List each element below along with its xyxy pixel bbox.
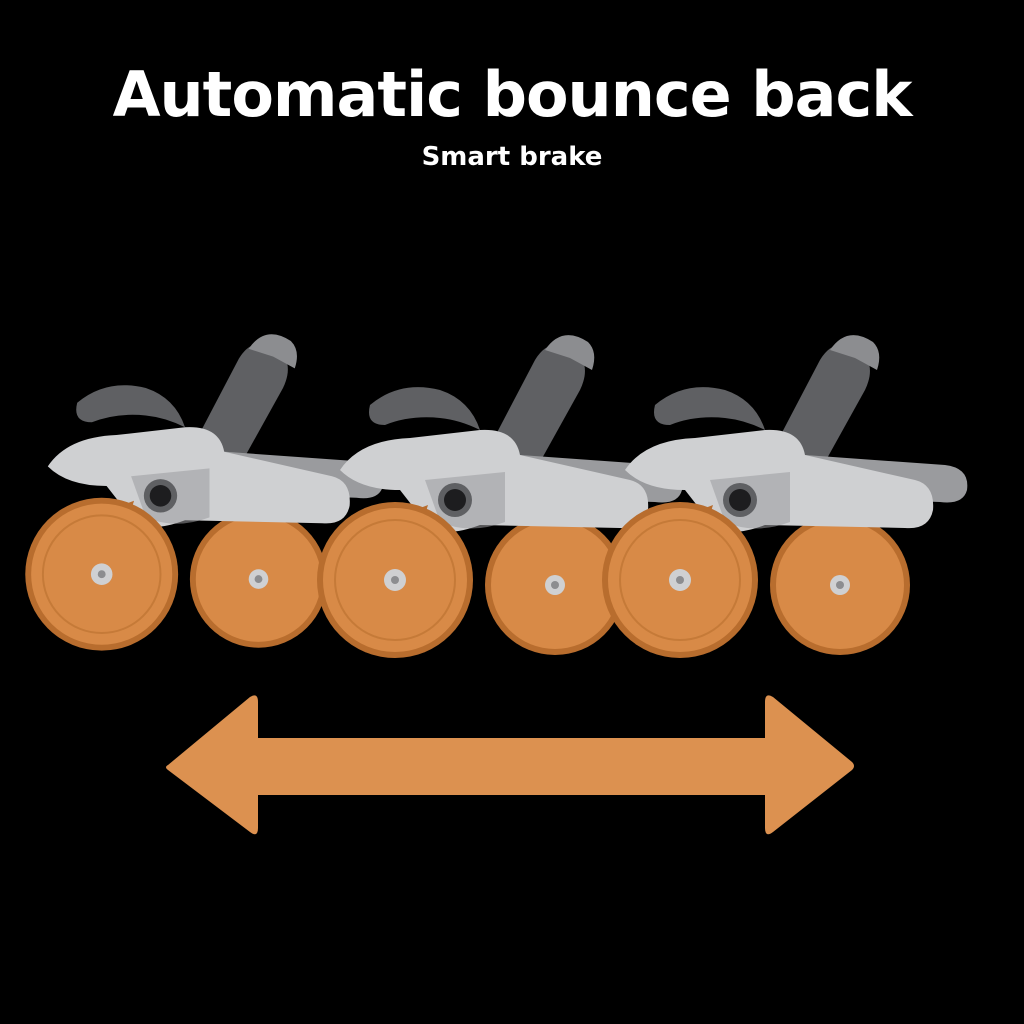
subheadline: Smart brake	[421, 142, 603, 172]
double-headed-arrow-icon	[166, 695, 854, 835]
headline: Automatic bounce back	[112, 58, 913, 131]
ab-roller-illustration	[24, 333, 969, 835]
